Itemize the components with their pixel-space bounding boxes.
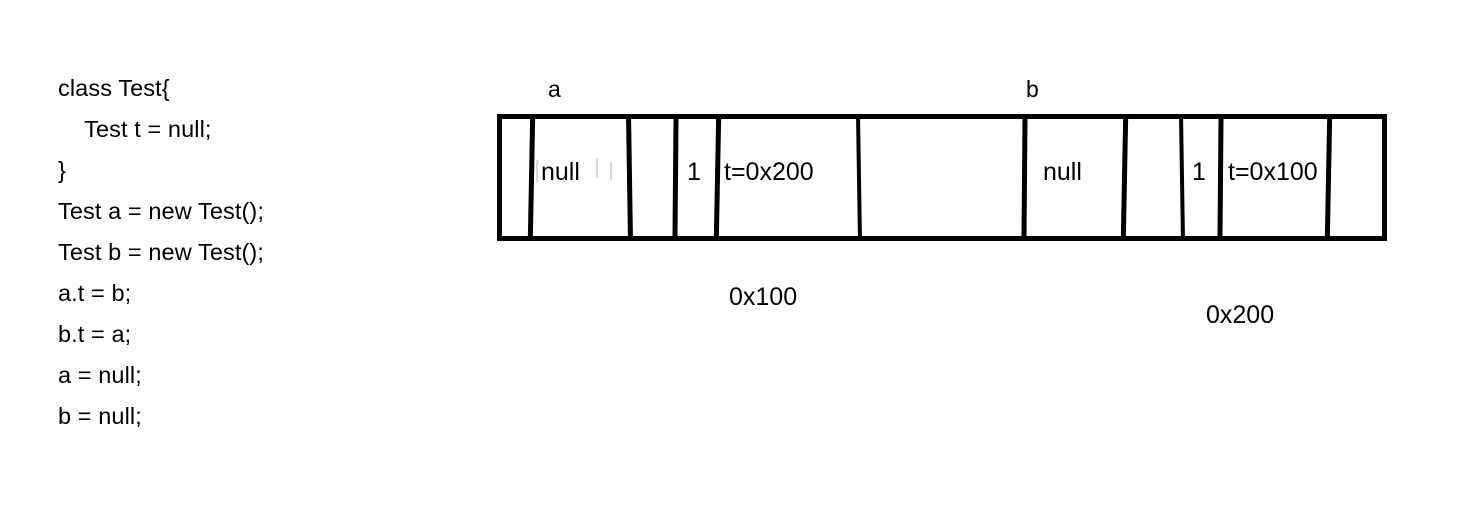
cell-text-count-b: 1 [1192,158,1206,186]
code-line-9: b = null; [58,403,142,429]
stray-mark-mid [596,158,598,178]
code-line-8: a = null; [58,362,142,388]
code-line-6: a.t = b; [58,280,132,306]
address-label-0x200: 0x200 [1206,301,1275,329]
code-line-3: } [58,157,66,183]
code-line-7: b.t = a; [58,321,132,347]
cell-text-field-a: t=0x200 [724,158,814,186]
variable-label-a: a [548,76,561,102]
cell-text-mark-word-b: null [1043,158,1082,186]
cell-divider-3 [672,119,679,237]
code-line-5: Test b = new Test(); [58,239,264,265]
address-label-0x100: 0x100 [729,283,798,311]
stray-mark-left [536,160,538,182]
heap-rectangle [497,114,1387,241]
cell-text-field-b: t=0x100 [1228,158,1318,186]
stray-mark-right [610,162,612,180]
code-line-2: Test t = null; [58,116,212,142]
cell-divider-9 [1217,119,1224,237]
variable-label-b: b [1026,76,1039,102]
cell-text-count-a: 1 [687,158,701,186]
cell-divider-6 [1021,119,1028,237]
code-line-4: Test a = new Test(); [58,198,264,224]
cell-text-mark-word-a: null [541,158,580,186]
code-line-1: class Test{ [58,75,170,101]
code-listing: class Test{ Test t = null; } Test a = ne… [58,68,438,437]
